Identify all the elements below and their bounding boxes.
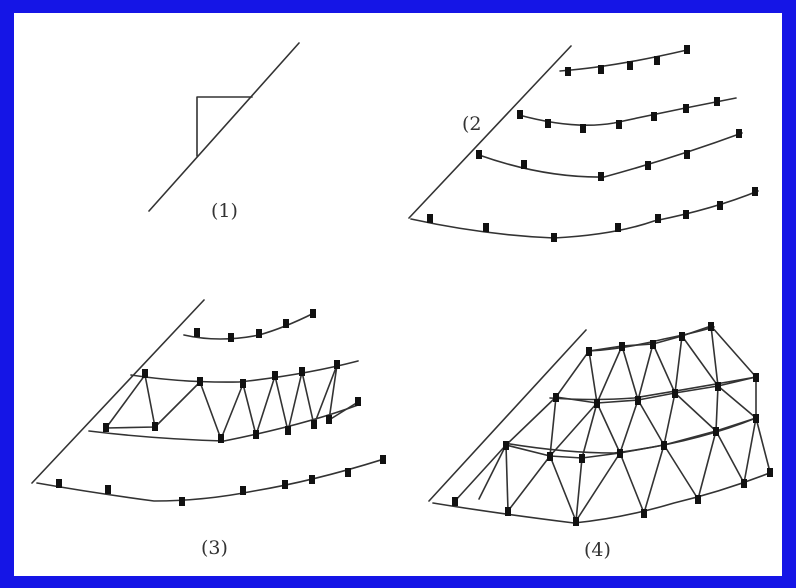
panel-3-truss [105,364,359,440]
panel-3-curve-1 [183,312,315,340]
panel-4-curve-2 [549,376,757,401]
panel-1-label: (1) [211,200,238,222]
panel-3-label: (3) [201,537,228,559]
panel-4-curve-1 [588,326,715,352]
diagram-canvas: (1) (2 (3) (4) [14,13,782,576]
panel-3-curve-4 [36,458,385,502]
panel-3-drawing [31,299,386,506]
panel-1-slope-line [148,42,300,212]
panel-2-label: (2 [462,113,482,135]
panel-3-curve-2 [130,360,359,383]
panel-1-wedge [196,96,253,157]
panel-2-curve-1 [559,49,688,72]
panel-4-curve-4 [432,471,773,524]
panel-2-curve-4 [410,190,759,239]
panel-2-slope-line [408,45,572,219]
panel-4-label: (4) [584,539,611,561]
panel-4-slope-line [428,329,587,502]
panel-1-drawing [148,42,300,212]
panel-3-slope-line [31,299,205,484]
panel-2-curve-2 [518,97,737,127]
panel-3-nodes [56,309,386,506]
panel-4-nodes [452,322,773,526]
panel-2-curve-3 [478,132,743,178]
panel-4-drawing [428,322,773,526]
panel-2-drawing [408,45,759,242]
panel-4-mesh [454,325,771,522]
construction-diagram [31,42,773,526]
panel-2-nodes [427,45,758,242]
